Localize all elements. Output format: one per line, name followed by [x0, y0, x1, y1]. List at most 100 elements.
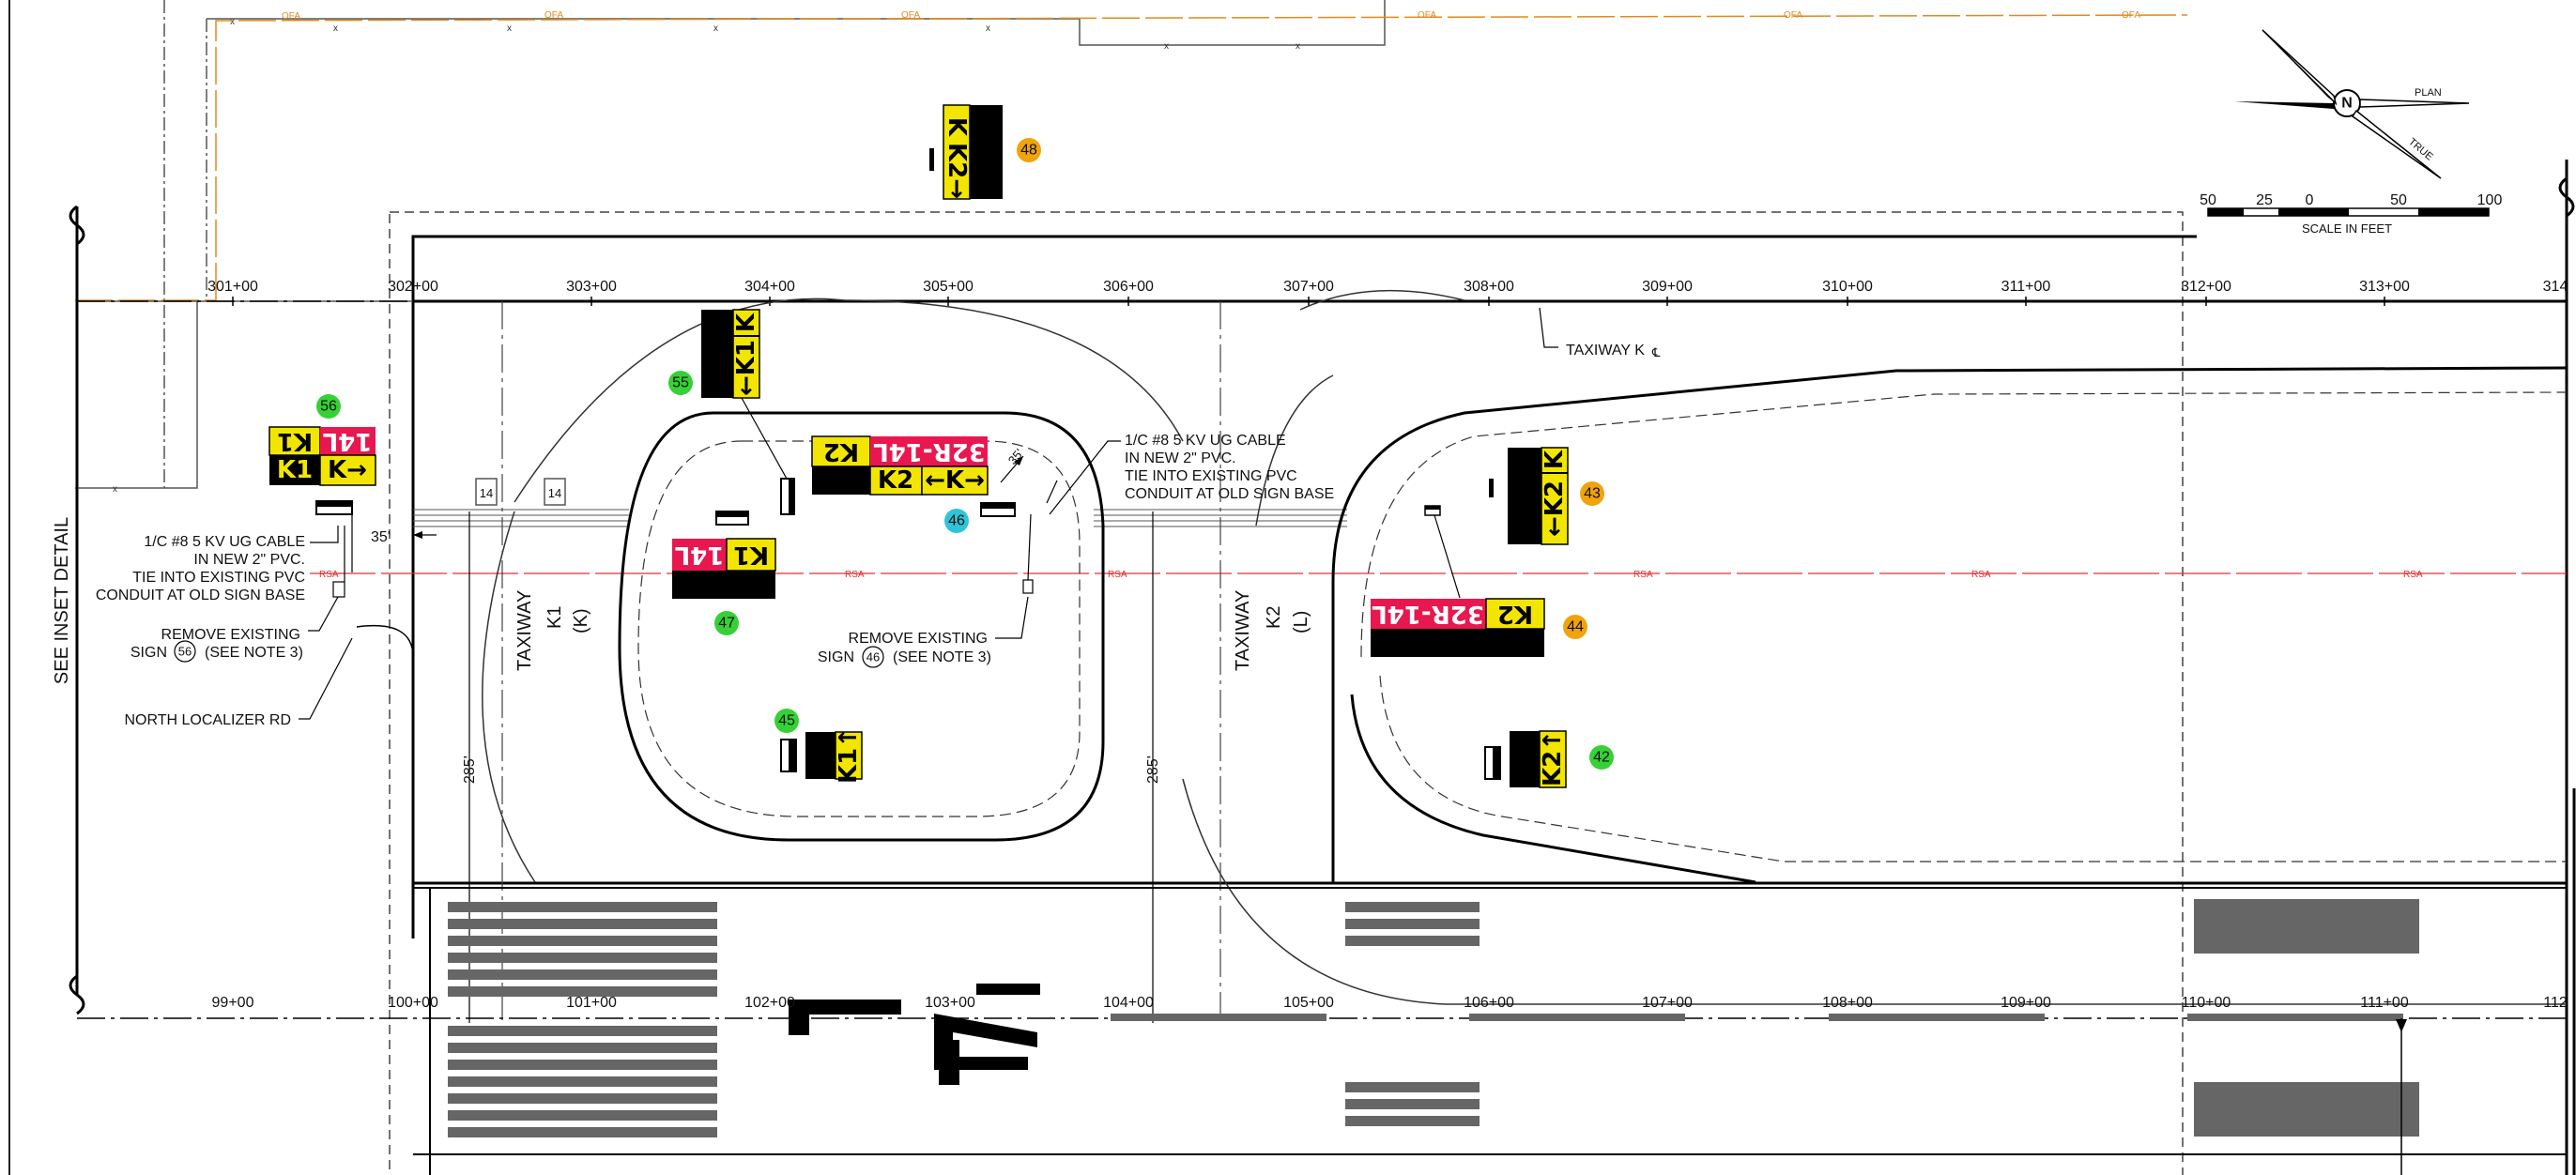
- station-lower: 104+00: [1103, 995, 1154, 1011]
- sign-44: 32R-14L K2: [1371, 598, 1545, 657]
- callout-number: 48: [1020, 143, 1037, 159]
- sign-legend: 32R-14L: [873, 437, 986, 465]
- callout-number: 42: [1593, 750, 1610, 766]
- callout-bubble-43: [1580, 481, 1604, 506]
- true-label: TRUE: [2406, 136, 2435, 162]
- note-remove-left: REMOVE EXISTING SIGN 56 (SEE NOTE 3): [130, 596, 339, 663]
- taxiway-k2-title: TAXIWAY: [1233, 590, 1253, 671]
- sign-55: K ←K1: [701, 309, 760, 399]
- scale-tick: 50: [2390, 192, 2407, 208]
- reference-number: 56: [178, 645, 192, 659]
- station-upper: 301+00: [207, 279, 258, 295]
- sign-legend: K2: [823, 437, 859, 465]
- fence-mark: x: [1296, 41, 1300, 52]
- sign-legend: K1: [277, 456, 313, 484]
- centerline-symbol: ℄: [1651, 345, 1661, 359]
- fence-mark: x: [1164, 41, 1169, 52]
- station-upper: 302+00: [388, 279, 438, 295]
- sign-legend: 32R-14L: [1372, 600, 1484, 628]
- fence-mark: x: [986, 23, 990, 34]
- fence-mark: x: [230, 17, 235, 27]
- north-arrow: N PLAN TRUE: [2234, 29, 2470, 179]
- note-line: 1/C #8 5 KV UG CABLE: [144, 534, 305, 550]
- callout-number: 45: [778, 713, 795, 729]
- reference-number: 46: [866, 650, 880, 664]
- note-line: IN NEW 2" PVC.: [193, 552, 305, 568]
- rsa-label: RSA: [1108, 570, 1127, 580]
- callout-number: 44: [1567, 619, 1584, 635]
- rsa-labels: RSA RSA RSA RSA RSA RSA: [319, 570, 2423, 580]
- note-line: (SEE NOTE 3): [205, 645, 303, 661]
- sign-legend: K→: [328, 456, 367, 484]
- scale-bar: 50 25 0 50 100 SCALE IN FEET: [2200, 192, 2502, 236]
- rsa-label: RSA: [1633, 570, 1653, 580]
- fence-mark: x: [333, 23, 338, 34]
- taxiway-k2-id: K2: [1264, 606, 1284, 629]
- sign-legend: 14L: [323, 427, 373, 455]
- sign-42: K2↑: [1484, 730, 1567, 788]
- station-labels-upper: 301+00 302+00 303+00 304+00 305+00 306+0…: [207, 279, 2568, 295]
- scale-tick: 0: [2306, 192, 2314, 208]
- plan-label: PLAN: [2415, 87, 2442, 99]
- callout-number: 56: [320, 399, 337, 415]
- callout-number: 46: [948, 513, 965, 529]
- station-upper: 310+00: [1822, 279, 1873, 295]
- dimension-text: 35': [371, 529, 391, 545]
- taxiway-k-label: TAXIWAY K: [1566, 343, 1645, 359]
- station-labels-lower: 99+00 100+00 101+00 102+00 103+00 104+00…: [212, 995, 2568, 1011]
- small-sign-legend: 14: [548, 486, 561, 500]
- station-lower: 103+00: [925, 995, 975, 1011]
- runway: [77, 887, 2567, 1175]
- sign-legend: K1: [733, 541, 769, 569]
- island-loop: [482, 298, 1184, 883]
- scale-tick: 50: [2200, 192, 2216, 208]
- rsa-label: RSA: [1971, 570, 1991, 580]
- dimension-285-right: 285': [1145, 511, 1161, 1023]
- note-line: CONDUIT AT OLD SIGN BASE: [1125, 486, 1334, 502]
- note-line: TIE INTO EXISTING PVC: [1125, 468, 1297, 484]
- sign-legend: K2: [878, 466, 913, 495]
- sign-43: K ←K2: [1489, 447, 1569, 545]
- sign-legend: K2↑: [1539, 730, 1567, 786]
- ofa-line: OFA OFA OFA OFA OFA OFA: [75, 10, 2188, 301]
- note-line: IN NEW 2" PVC.: [1125, 450, 1236, 466]
- note-line: TIE INTO EXISTING PVC: [132, 570, 305, 586]
- callout-bubble-55: [668, 371, 693, 395]
- station-upper: 305+00: [923, 279, 974, 295]
- dimension-285-left: 285': [462, 511, 478, 1023]
- ofa-label: OFA: [1418, 10, 1436, 21]
- station-upper: 312+00: [2181, 279, 2231, 295]
- sign-legend: K: [732, 313, 760, 332]
- callout-bubble-56: [316, 394, 341, 419]
- taxiway-k: [77, 235, 2567, 938]
- station-lower: 99+00: [212, 995, 254, 1011]
- note-line: (SEE NOTE 3): [893, 649, 991, 665]
- fence-mark: x: [507, 23, 512, 34]
- station-upper: 303+00: [566, 279, 617, 295]
- ofa-label: OFA: [544, 10, 563, 21]
- note-line: CONDUIT AT OLD SIGN BASE: [96, 588, 305, 603]
- station-lower: 109+00: [2001, 995, 2051, 1011]
- dimension-text: 285': [462, 755, 478, 784]
- fence-mark: x: [713, 23, 718, 34]
- station-lower: 105+00: [1283, 995, 1334, 1011]
- sign-legend: K2: [1497, 600, 1533, 628]
- sign-legend: 14L: [675, 541, 725, 569]
- station-upper: 306+00: [1103, 279, 1154, 295]
- sign-legend: ←K→: [925, 466, 985, 495]
- note-line: REMOVE EXISTING: [849, 631, 988, 647]
- scale-tick: 25: [2256, 192, 2273, 208]
- taxiway-k2-former: (L): [1291, 611, 1311, 633]
- station-upper: 311+00: [2001, 279, 2051, 295]
- taxiway-k1-title: TAXIWAY: [514, 590, 535, 671]
- scale-title: SCALE IN FEET: [2302, 221, 2392, 236]
- see-inset-detail: SEE INSET DETAIL: [52, 517, 72, 684]
- station-lower: 101+00: [566, 995, 617, 1011]
- note-line: SIGN: [818, 649, 854, 665]
- sign-56: K1 14L K1 K→: [268, 426, 376, 486]
- rsa-label: RSA: [845, 570, 865, 580]
- fence-mark: x: [113, 484, 117, 495]
- note-line: REMOVE EXISTING: [161, 627, 300, 643]
- scale-tick: 100: [2477, 192, 2503, 208]
- small-sign-legend: 14: [480, 486, 493, 500]
